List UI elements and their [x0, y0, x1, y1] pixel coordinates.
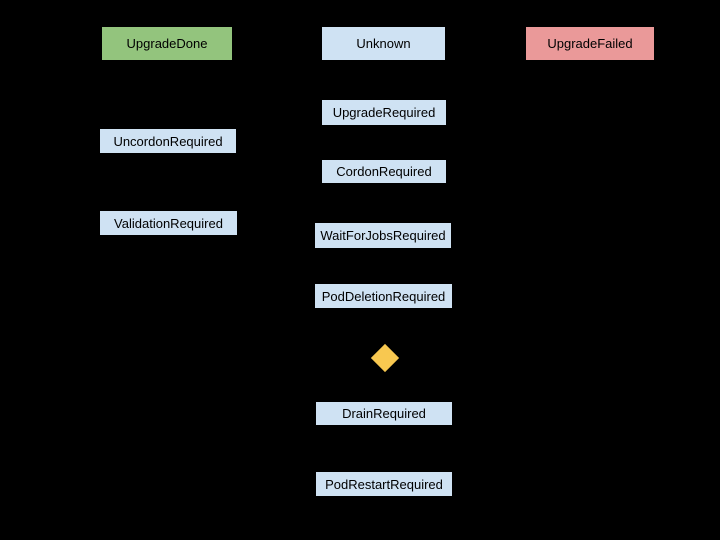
state-label: ValidationRequired	[114, 215, 223, 231]
state-label: UpgradeDone	[126, 36, 208, 51]
state-upgrade-failed: UpgradeFailed	[526, 27, 654, 60]
state-label: PodRestartRequired	[325, 476, 443, 492]
state-cordon-required: CordonRequired	[322, 160, 446, 183]
state-label: Unknown	[356, 36, 411, 51]
state-label: CordonRequired	[336, 164, 432, 179]
decision-diamond-icon	[370, 343, 400, 373]
state-upgrade-done: UpgradeDone	[102, 27, 232, 60]
state-unknown: Unknown	[322, 27, 445, 60]
state-drain-required: DrainRequired	[316, 402, 452, 425]
state-upgrade-required: UpgradeRequired	[322, 100, 446, 125]
state-pod-restart-required: PodRestartRequired	[316, 472, 452, 496]
state-label: PodDeletionRequired	[321, 288, 446, 304]
state-label: WaitForJobsRequired	[320, 228, 446, 243]
state-label: UncordonRequired	[113, 133, 223, 149]
state-validation-required: ValidationRequired	[100, 211, 237, 235]
state-pod-deletion-required: PodDeletionRequired	[315, 284, 452, 308]
state-uncordon-required: UncordonRequired	[100, 129, 236, 153]
state-label: DrainRequired	[342, 406, 426, 421]
state-label: UpgradeFailed	[547, 36, 633, 51]
state-wait-for-jobs-required: WaitForJobsRequired	[315, 223, 451, 248]
state-label: UpgradeRequired	[332, 105, 436, 120]
